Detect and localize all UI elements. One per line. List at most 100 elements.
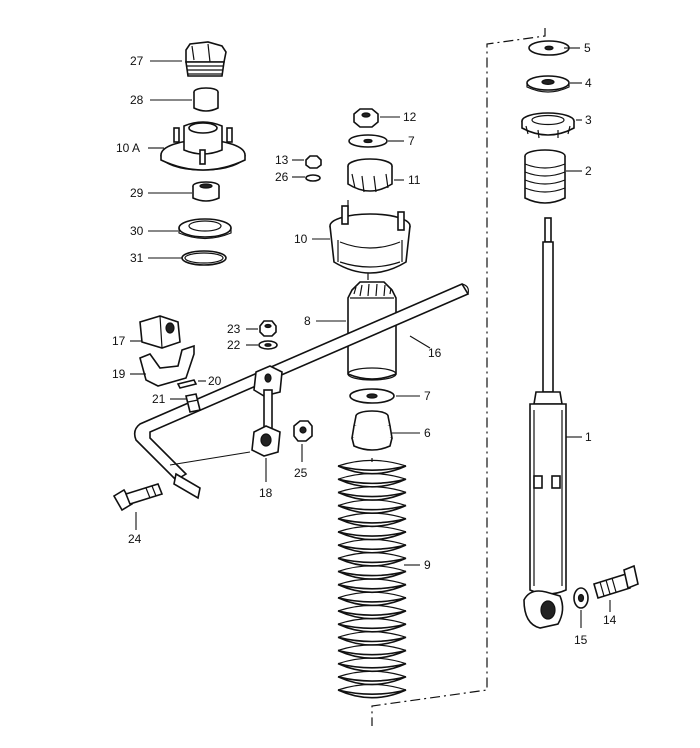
callout-6: 6 (424, 426, 431, 440)
callout-15: 15 (574, 633, 588, 647)
spring-coil-back (337, 486, 407, 493)
spring-coil-back (337, 459, 407, 467)
spring-coil-back (337, 473, 407, 480)
part-16-stabilizer-bar (133, 282, 470, 500)
callout-23: 23 (227, 322, 241, 336)
part-13-nut (305, 155, 322, 169)
spring-coil-front (337, 504, 407, 514)
spring-coil-back (337, 552, 407, 559)
part-21-bolt (185, 393, 201, 413)
callout-3: 3 (585, 113, 592, 127)
callout-labels: 27 28 10 A 29 30 31 12 7 13 26 11 10 8 1… (112, 41, 617, 647)
part-11-rubber-mount (347, 158, 393, 193)
spring-coil-front (337, 465, 407, 475)
part-7-washer-lower (349, 388, 395, 404)
part-10-strut-mount (329, 205, 411, 274)
spring-coil-front (337, 636, 407, 646)
callout-8: 8 (304, 314, 311, 328)
part-15-washer (573, 587, 589, 609)
callout-31: 31 (130, 251, 144, 265)
part-26-washer (305, 174, 321, 182)
callout-26: 26 (275, 170, 289, 184)
callout-25: 25 (294, 466, 308, 480)
spring-coil-front (337, 557, 407, 567)
part-27-cap-nut (185, 41, 227, 77)
spring-coil-front (337, 570, 407, 580)
callout-14: 14 (603, 613, 617, 627)
part-3-ring-nut (521, 112, 575, 139)
callout-21: 21 (152, 392, 166, 406)
spring-coil-back (337, 644, 407, 652)
leader-lines (130, 47, 611, 628)
callout-27: 27 (130, 54, 144, 68)
part-1-shock-absorber (523, 217, 567, 629)
part-24-bolt (112, 483, 164, 512)
spring-coil-front (337, 531, 407, 541)
callout-30: 30 (130, 224, 144, 238)
part-23-nut (259, 320, 277, 337)
spring-coil-front (337, 676, 407, 686)
callout-10a: 10 A (116, 141, 140, 155)
callout-12: 12 (403, 110, 417, 124)
part-9-coil-spring (337, 458, 407, 699)
assembly-boundary-line (371, 28, 546, 726)
callout-20: 20 (208, 374, 222, 388)
callout-29: 29 (130, 186, 144, 200)
part-18-drop-link (251, 365, 283, 457)
callout-10: 10 (294, 232, 308, 246)
spring-coil-front (337, 491, 407, 501)
part-30-bearing (178, 218, 232, 240)
spring-coil-back (337, 683, 407, 691)
part-28-sleeve (193, 87, 219, 112)
callout-24: 24 (128, 532, 142, 546)
spring-coil-back (337, 657, 407, 665)
spring-coil-back (337, 670, 407, 678)
spring-coil-front (337, 689, 407, 699)
part-6-bump-stop (351, 410, 393, 451)
spring-coil-front (337, 649, 407, 659)
callout-9: 9 (424, 558, 431, 572)
callout-2: 2 (585, 164, 592, 178)
callout-7-lower: 7 (424, 389, 431, 403)
part-7-washer-upper (348, 134, 388, 148)
callout-5: 5 (584, 41, 591, 55)
part-19-bracket (139, 344, 195, 387)
callout-18: 18 (259, 486, 273, 500)
spring-coil-front (337, 596, 407, 607)
spring-coil-front (337, 478, 407, 488)
spring-coil-back (337, 499, 407, 507)
spring-coil-front (337, 610, 407, 620)
spring-coil-back (337, 617, 407, 625)
spring-coil-front (337, 517, 407, 528)
spring-coil-back (337, 591, 407, 599)
spring-coil-back (337, 565, 407, 572)
callout-22: 22 (227, 338, 241, 352)
spring-coil-front (337, 583, 407, 593)
part-4-washer (526, 75, 570, 93)
part-17-bushing (139, 315, 181, 349)
callout-4: 4 (585, 76, 592, 90)
callout-13: 13 (275, 153, 289, 167)
part-31-o-ring (181, 250, 227, 266)
part-22-washer (258, 340, 278, 350)
spring-coil-back (337, 578, 407, 586)
part-25-nut (293, 420, 313, 442)
part-29-bushing (192, 181, 220, 202)
callout-17: 17 (112, 334, 126, 348)
spring-coil-back (337, 538, 407, 546)
spring-coil-front (337, 623, 407, 633)
spring-coil-front (337, 662, 407, 673)
spring-coil-back (337, 512, 407, 520)
spring-coil-back (337, 604, 407, 612)
callout-11: 11 (408, 173, 421, 187)
callout-16: 16 (428, 346, 442, 360)
part-10a-hub-mount (160, 121, 246, 171)
spring-coil-front (337, 544, 407, 554)
part-20-pin (176, 379, 198, 389)
spring-coil-back (337, 525, 407, 533)
part-12-nut (353, 108, 379, 128)
part-14-bolt (593, 564, 639, 600)
callout-19: 19 (112, 367, 126, 381)
part-2-boot (524, 149, 566, 204)
